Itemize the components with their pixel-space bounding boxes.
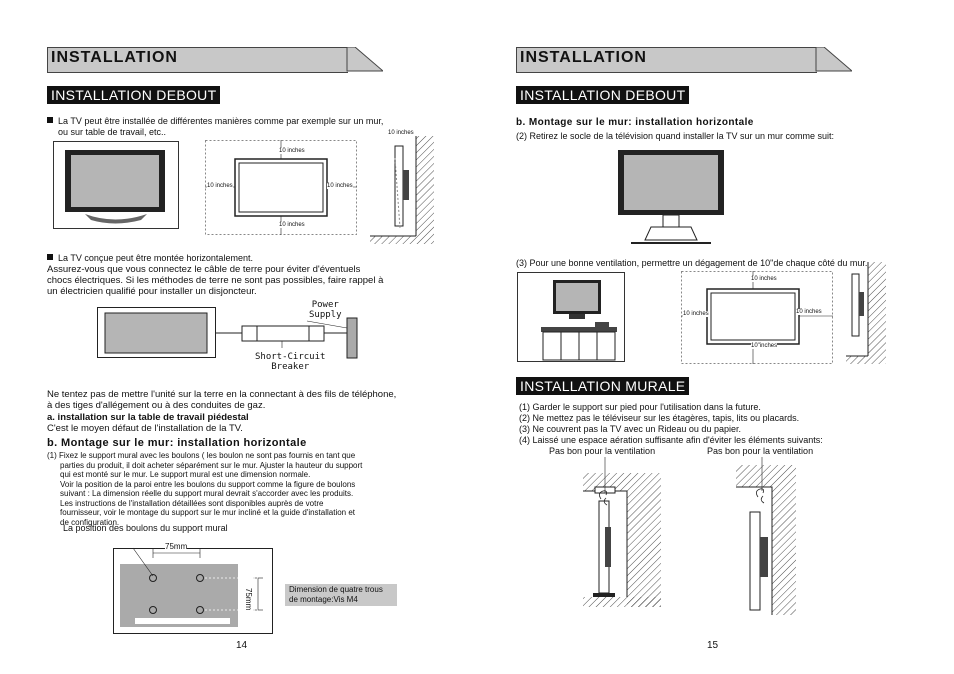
right-dim-label-left: 10 inches bbox=[683, 311, 709, 317]
vent-label-left: Pas bon pour la ventilation bbox=[549, 446, 656, 456]
clearance-side-figure: 10 inches bbox=[370, 128, 436, 246]
bullet-square-icon bbox=[47, 254, 53, 260]
phone-wire-warning: Ne tentez pas de mettre l'unité sur la t… bbox=[47, 389, 397, 411]
right-dim-label-bottom: 10"inches bbox=[751, 343, 778, 349]
right-step3: (3) Pour une bonne ventilation, permettr… bbox=[516, 258, 868, 268]
left-sub-a-title: a. installation sur la table de travail … bbox=[47, 412, 249, 423]
bullet-square-icon bbox=[47, 117, 53, 123]
right-side-wall-figure bbox=[846, 262, 886, 364]
dim-label-side: 10 inches bbox=[388, 130, 414, 136]
right-dim-label-top: 10 inches bbox=[751, 276, 777, 282]
bad-ventilation-wall-figure bbox=[736, 457, 796, 615]
right-dim-label-right: 10 inches bbox=[796, 309, 822, 315]
right-sub-b-title: b. Montage sur le mur: installation hori… bbox=[516, 117, 754, 128]
murale-instructions: (1) Garder le support sur pied pour l'ut… bbox=[519, 402, 823, 445]
dim-label-top: 10 inches bbox=[279, 148, 305, 154]
left-bullet2: La TV conçue peut être montée horizontal… bbox=[47, 253, 417, 264]
vent-label-right: Pas bon pour la ventilation bbox=[707, 446, 814, 456]
left-sub-a-text: C'est le moyen défaut de l'installation … bbox=[47, 423, 243, 434]
tv-on-stand-figure bbox=[53, 141, 179, 229]
tv-no-stand-figure bbox=[618, 150, 724, 244]
left-bullet1: La TV peut être installée de différentes… bbox=[47, 116, 417, 138]
bolt-pattern-figure: 75mm 75mm bbox=[113, 538, 273, 634]
right-step2: (2) Retirez le socle de la télévision qu… bbox=[516, 131, 834, 141]
dim-label-right: 10 inches bbox=[327, 183, 353, 189]
dim-label-bottom: 10 inches bbox=[279, 222, 305, 228]
left-sub-b-body: (1) Fixez le support mural avec les boul… bbox=[47, 451, 363, 527]
clearance-front-figure: 10 inches 10 inches 10 inches 10 inches bbox=[205, 140, 357, 235]
dim-75-vertical: 75mm bbox=[244, 588, 253, 611]
tv-on-cabinet-figure bbox=[517, 272, 625, 362]
dim-75-horizontal: 75mm bbox=[165, 542, 188, 551]
ground-warning-text: Assurez-vous que vous connectez le câble… bbox=[47, 264, 384, 297]
right-section2-title: INSTALLATION MURALE bbox=[516, 377, 690, 395]
right-page-number: 15 bbox=[707, 640, 719, 651]
right-clearance-front-figure: 10 inches 10 inches 10 inches 10"inches bbox=[681, 271, 833, 364]
left-section-title: INSTALLATION DEBOUT bbox=[47, 86, 221, 104]
bolt-position-caption: La position des boulons du support mural bbox=[63, 523, 228, 533]
left-page-number: 14 bbox=[236, 640, 248, 651]
right-header-banner: INSTALLATION bbox=[516, 47, 852, 73]
left-sub-b-title: b. Montage sur le mur: installation hori… bbox=[47, 437, 307, 449]
left-header-title: INSTALLATION bbox=[51, 49, 178, 66]
dim-label-left: 10 inches bbox=[207, 183, 233, 189]
mounting-note-box: Dimension de quatre trous de montage:Vis… bbox=[285, 584, 397, 606]
bad-ventilation-alcove-figure bbox=[583, 457, 661, 607]
left-header-banner: INSTALLATION bbox=[47, 47, 383, 73]
right-header-title: INSTALLATION bbox=[520, 49, 647, 66]
right-section1-title: INSTALLATION DEBOUT bbox=[516, 86, 690, 104]
